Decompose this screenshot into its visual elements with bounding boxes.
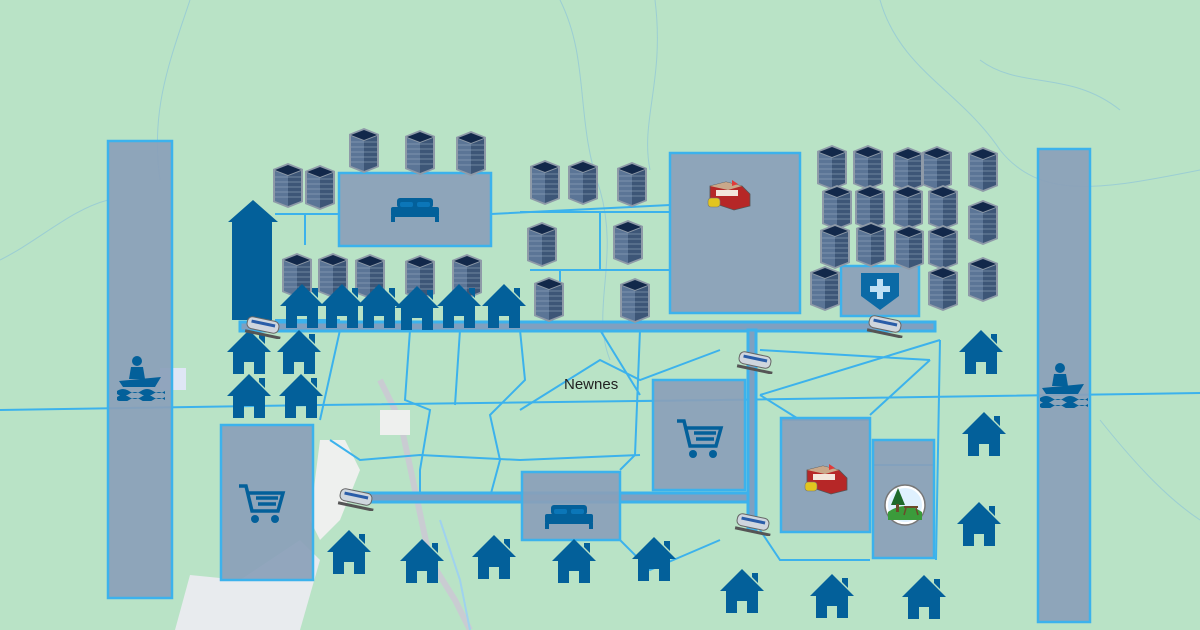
skyscraper-icon[interactable] bbox=[922, 146, 952, 191]
main-road-east bbox=[746, 328, 758, 532]
skyscraper-icon[interactable] bbox=[968, 257, 998, 302]
skyscraper-icon[interactable] bbox=[853, 145, 883, 190]
skyscraper-icon[interactable] bbox=[928, 225, 958, 270]
zone-school-north[interactable] bbox=[668, 151, 802, 315]
skyscraper-icon[interactable] bbox=[305, 165, 335, 210]
skyscraper-icon[interactable] bbox=[968, 200, 998, 245]
train-icon[interactable] bbox=[866, 314, 904, 339]
skyscraper-icon[interactable] bbox=[613, 220, 643, 265]
skyscraper-icon[interactable] bbox=[534, 277, 564, 322]
main-road-north bbox=[238, 320, 937, 333]
skyscraper-icon[interactable] bbox=[405, 130, 435, 175]
house-icon[interactable] bbox=[962, 412, 1006, 456]
tall-house-stack[interactable] bbox=[228, 200, 278, 320]
house-icon[interactable] bbox=[720, 569, 764, 613]
skyscraper-icon[interactable] bbox=[617, 162, 647, 207]
park-icon[interactable] bbox=[884, 484, 926, 526]
train-icon[interactable] bbox=[734, 512, 772, 537]
zones bbox=[106, 139, 1092, 624]
skyscraper-icon[interactable] bbox=[820, 224, 850, 269]
house-icon[interactable] bbox=[277, 330, 321, 374]
skyscraper-icon[interactable] bbox=[349, 128, 379, 173]
skyscraper-icon[interactable] bbox=[817, 145, 847, 190]
skyscraper-icon[interactable] bbox=[273, 163, 303, 208]
skyscraper-icon[interactable] bbox=[894, 225, 924, 270]
skyscraper-icon[interactable] bbox=[568, 160, 598, 205]
skyscraper-icon[interactable] bbox=[530, 160, 560, 205]
skyscraper-icon[interactable] bbox=[456, 131, 486, 176]
house-icon[interactable] bbox=[227, 330, 271, 374]
house-icon[interactable] bbox=[632, 537, 676, 581]
skyscraper-icon[interactable] bbox=[928, 185, 958, 230]
skyscraper-icon[interactable] bbox=[810, 266, 840, 311]
house-icon[interactable] bbox=[227, 374, 271, 418]
house-icon[interactable] bbox=[957, 502, 1001, 546]
house-icon[interactable] bbox=[902, 575, 946, 619]
house-icon[interactable] bbox=[552, 539, 596, 583]
skyscraper-icon[interactable] bbox=[968, 147, 998, 192]
skyscraper-icon[interactable] bbox=[928, 266, 958, 311]
skyscraper-icon[interactable] bbox=[527, 222, 557, 267]
skyscraper-icon[interactable] bbox=[620, 278, 650, 323]
hospital-icon[interactable] bbox=[861, 273, 899, 310]
house-icon[interactable] bbox=[279, 374, 323, 418]
skyscraper-icon[interactable] bbox=[893, 185, 923, 230]
skyscraper-icon[interactable] bbox=[856, 222, 886, 267]
house-icon[interactable] bbox=[472, 535, 516, 579]
house-icon[interactable] bbox=[810, 574, 854, 618]
skyscraper-icon[interactable] bbox=[822, 185, 852, 230]
house-icon[interactable] bbox=[959, 330, 1003, 374]
zone-shop-central[interactable] bbox=[651, 378, 747, 492]
streams bbox=[0, 0, 1200, 521]
zone-hotel-south[interactable] bbox=[520, 470, 622, 542]
town-label: Newnes bbox=[564, 376, 618, 393]
house-icon[interactable] bbox=[327, 530, 371, 574]
house-icon[interactable] bbox=[400, 539, 444, 583]
